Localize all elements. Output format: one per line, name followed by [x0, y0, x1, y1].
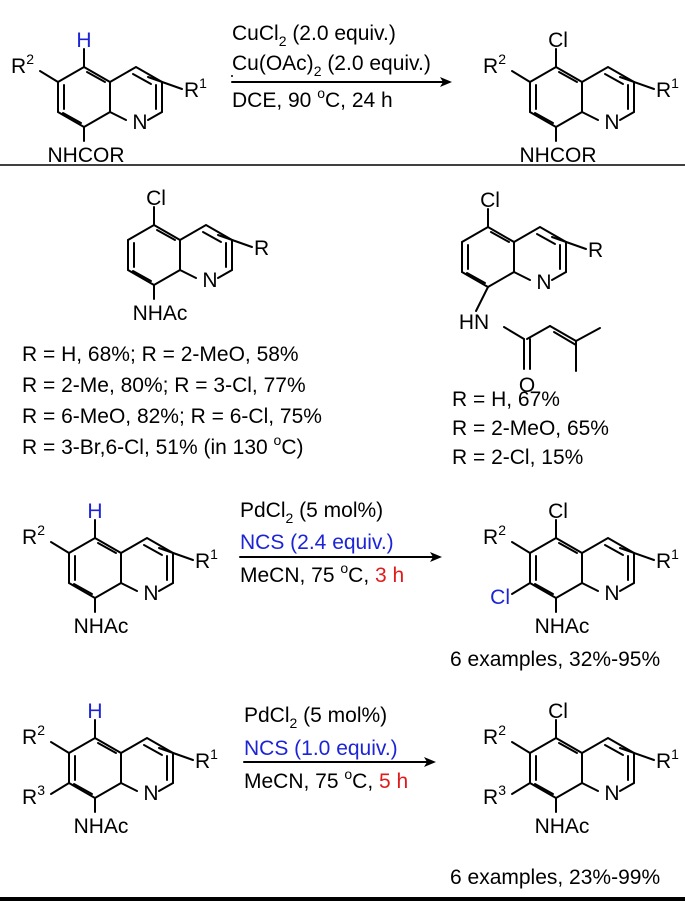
scope-left-line: R = H, 68%; R = 2-MeO, 58%: [22, 343, 299, 366]
n-atom: N: [143, 782, 158, 805]
r2-label: R2: [11, 51, 34, 78]
n-atom: N: [604, 782, 619, 805]
r1-label: R1: [195, 746, 218, 773]
r1-label: R1: [656, 746, 679, 773]
h-atom: H: [87, 500, 102, 523]
r1-cond-line2: Cu(OAc)2 (2.0 equiv.): [232, 52, 431, 79]
r2-reactant: H R2 N R1 NHAc: [22, 500, 218, 638]
r3-reactant: H R2 R3 N R1 NHAc: [22, 700, 218, 838]
nhcor-label: NHCOR: [520, 144, 597, 167]
r3-cond-line3: MeCN, 75 oC, 5 h: [244, 766, 408, 793]
scope-left-line: R = 3-Br,6-Cl, 51% (in 130 oC): [22, 432, 304, 459]
r3-label: R3: [22, 782, 45, 809]
scope-left-line: R = 6-MeO, 82%; R = 6-Cl, 75%: [22, 405, 322, 428]
reaction-3: H R2 R3 N R1 NHAc PdCl2 (5 mol%) NCS (1.…: [22, 700, 679, 889]
r3-label: R3: [483, 782, 506, 809]
r2-cond-line2: NCS (2.4 equiv.): [240, 531, 394, 554]
hn-label: HN: [459, 311, 489, 334]
r3-cond-line1: PdCl2 (5 mol%): [244, 704, 387, 731]
r2-result: 6 examples, 32%-95%: [450, 648, 660, 671]
o-atom: O: [519, 374, 535, 397]
nhac-label: NHAc: [74, 815, 129, 838]
r2-product: Cl R2 Cl N R1 NHAc: [483, 500, 679, 638]
nhac-label: NHAc: [535, 615, 590, 638]
n-atom: N: [143, 582, 158, 605]
scope-left-structure: Cl N R NHAc: [127, 187, 269, 325]
nhac-label: NHAc: [133, 302, 188, 325]
r1-label: R1: [195, 546, 218, 573]
cl-atom: Cl: [548, 500, 568, 523]
cl-atom: Cl: [548, 29, 568, 52]
r3-cond-line2: NCS (1.0 equiv.): [244, 737, 398, 760]
r1-label: R1: [184, 75, 207, 102]
r1-cond-line3: DCE, 90 oC, 24 h: [232, 85, 393, 112]
scope-left-yields: R = H, 68%; R = 2-MeO, 58% R = 2-Me, 80%…: [22, 343, 322, 459]
r3-conditions: PdCl2 (5 mol%) NCS (1.0 equiv.) MeCN, 75…: [243, 704, 436, 793]
scope-right-structure: Cl N R HN O: [459, 189, 603, 397]
cl-atom: Cl: [146, 187, 166, 210]
cl-atom: Cl: [480, 189, 500, 212]
r2-label: R2: [483, 522, 506, 549]
n-atom: N: [202, 269, 217, 292]
r2-label: R2: [483, 51, 506, 78]
r3-product: Cl R2 R3 N R1 NHAc: [483, 700, 679, 838]
nhac-label: NHAc: [74, 615, 129, 638]
scope-right-line: R = 2-Cl, 15%: [452, 446, 583, 469]
r1-reactant: H R2 N R1 NHCOR: [11, 29, 207, 167]
r2-label: R2: [483, 722, 506, 749]
cl-atom: Cl: [548, 700, 568, 723]
nhac-label: NHAc: [535, 815, 590, 838]
r-label: R: [254, 237, 269, 260]
n-atom: N: [604, 111, 619, 134]
n-atom: N: [536, 271, 551, 294]
r1-label: R1: [656, 75, 679, 102]
r2-conditions: PdCl2 (5 mol%) NCS (2.4 equiv.) MeCN, 75…: [239, 499, 442, 587]
n-atom: N: [132, 111, 147, 134]
reaction-2: H R2 N R1 NHAc PdCl2 (5 mol%) NCS (2.4 e…: [22, 499, 679, 671]
r2-label: R2: [22, 522, 45, 549]
scope-right-line: R = H, 67%: [452, 388, 560, 411]
r2-cond-line3: MeCN, 75 oC, 3 h: [240, 560, 404, 587]
nhcor-label: NHCOR: [48, 144, 125, 167]
h-atom: H: [87, 700, 102, 723]
cl-atom-c7: Cl: [490, 586, 510, 609]
r1-cond-line1: CuCl2 (2.0 equiv.): [232, 22, 396, 49]
r2-cond-line1: PdCl2 (5 mol%): [240, 499, 383, 526]
r3-result: 6 examples, 23%-99%: [450, 866, 660, 889]
scope-section: Cl N R NHAc R = H, 68%; R = 2-MeO, 58% R…: [22, 187, 609, 469]
r2-label: R2: [22, 722, 45, 749]
reaction-1: H R2 N R1 NHCOR CuCl2 (2.0 equiv.) Cu(OA…: [11, 22, 679, 167]
scope-left-line: R = 2-Me, 80%; R = 3-Cl, 77%: [22, 374, 306, 397]
r1-conditions: CuCl2 (2.0 equiv.) Cu(OAc)2 (2.0 equiv.)…: [231, 22, 452, 112]
scope-right-yields: R = H, 67% R = 2-MeO, 65% R = 2-Cl, 15%: [452, 388, 609, 469]
r1-label: R1: [656, 546, 679, 573]
r-label: R: [588, 239, 603, 262]
scope-right-line: R = 2-MeO, 65%: [452, 417, 609, 440]
n-atom: N: [604, 582, 619, 605]
r1-product: Cl R2 N R1 NHCOR: [483, 29, 679, 167]
h-atom: H: [76, 29, 91, 52]
